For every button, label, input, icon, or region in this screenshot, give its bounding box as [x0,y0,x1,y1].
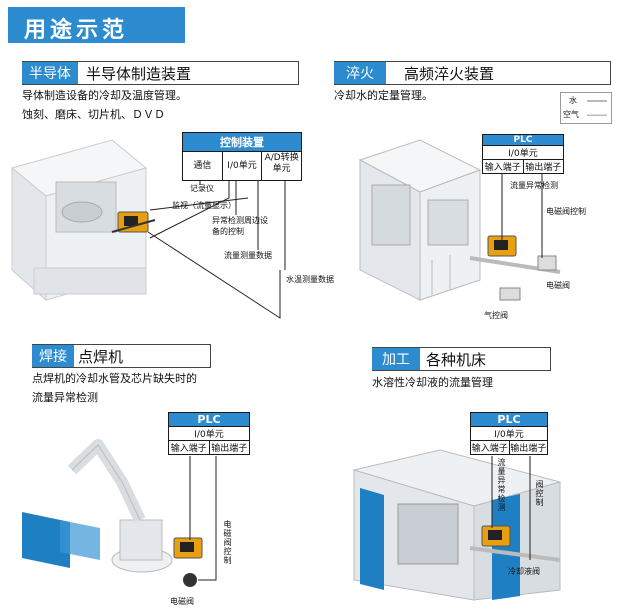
semiconductor-machine-illustration [10,139,148,302]
machining-title: 加工 各种机床 [372,347,551,371]
welding-out: 输出端子 [208,441,250,454]
quench-label-valve: 电磁阀 [546,281,570,290]
control-ad: A/D转换单元 [261,152,301,180]
machining-io: I/0单元 [494,430,524,440]
welding-label-valve-ctrl: 电磁阀控制 [223,520,232,565]
machining-plc-title: PLC [471,413,547,426]
control-unit-title: 控制装置 [183,133,301,151]
quench-label-air-valve: 气控阀 [484,311,508,320]
page-title-banner: 用途示范 [8,7,185,43]
machining-center-illustration [352,449,562,601]
quench-in: 输入端子 [484,163,521,173]
semiconductor-tag: 半导体 [22,62,78,84]
quench-machine-illustration [358,139,482,301]
welding-flow-sensor [173,537,203,587]
quench-io: I/0单元 [508,149,538,159]
welding-name: 点焊机 [74,345,210,367]
machining-flow-sensor [469,525,561,562]
welding-tag: 焊接 [32,345,74,367]
machining-in: 输入端子 [471,444,508,454]
welding-plc-box: PLC I/0单元 输入端子 输出端子 [168,412,250,455]
machining-plc-box: PLC I/0单元 输入端子 输出端子 [470,412,548,455]
quench-out: 输出端子 [522,160,564,173]
machining-name: 各种机床 [420,348,550,370]
semiconductor-desc-2: 蚀刻、磨床、切片机、ＤＶＤ [22,108,165,121]
legend-water-line [587,100,607,102]
control-io: I/0单元 [221,152,262,180]
welding-in: 输入端子 [170,444,207,454]
label-temp-data: 水温测量数据 [286,275,334,284]
machining-out: 输出端子 [508,441,548,454]
label-monitor: 监视（流量显示） [172,201,236,210]
semiconductor-title: 半导体 半导体制造装置 [22,61,299,85]
semiconductor-name: 半导体制造装置 [78,62,298,84]
quench-legend: 水 空气 [560,92,612,124]
machining-desc: 水溶性冷却液的流量管理 [372,376,493,389]
control-unit-box: 控制装置 通信 I/0单元 A/D转换单元 [182,132,302,181]
machining-tag: 加工 [372,348,420,370]
semiconductor-connector-lines [147,166,286,319]
legend-air-line [587,114,607,116]
control-comm: 通信 [193,161,212,171]
quench-label-valve-ctrl: 电磁阀控制 [546,207,586,216]
label-flow-data: 流量测量数据 [224,251,272,260]
welding-label-valve: 电磁阀 [170,597,194,606]
label-abnormal: 异常检测周边设备的控制 [212,216,268,236]
quench-tag: 淬火 [334,62,386,84]
welding-desc-2: 流量异常检测 [32,391,98,404]
machining-label-flow: 流量异常检测 [497,458,506,512]
legend-air: 空气 [563,110,579,119]
welding-io: I/0单元 [194,430,224,440]
quench-label-flow: 流量异常检测 [510,181,558,190]
welding-desc-1: 点焊机的冷却水管及芯片缺失时的 [32,372,197,385]
quench-desc: 冷却水的定量管理。 [334,89,433,102]
welding-plc-title: PLC [169,413,249,426]
welding-connector-lines [189,456,217,581]
welding-title: 焊接 点焊机 [32,344,211,368]
machining-label-coolant-valve: 冷却液阀 [508,567,540,576]
machining-label-valve-ctrl: 阀控制 [535,480,544,507]
quench-plc-title: PLC [483,135,563,145]
quench-plc-box: PLC I/0单元 输入端子 输出端子 [482,134,564,174]
legend-water: 水 [569,96,577,105]
quench-name: 高频淬火装置 [386,62,610,84]
semiconductor-desc-1: 导体制造设备的冷却及温度管理。 [22,89,187,102]
quench-title: 淬火 高频淬火装置 [334,61,611,85]
welding-robot-illustration [22,439,173,573]
semiconductor-flow-sensor [111,211,156,233]
label-recorder: 记录仪 [190,184,214,193]
page-title: 用途示范 [24,18,129,43]
